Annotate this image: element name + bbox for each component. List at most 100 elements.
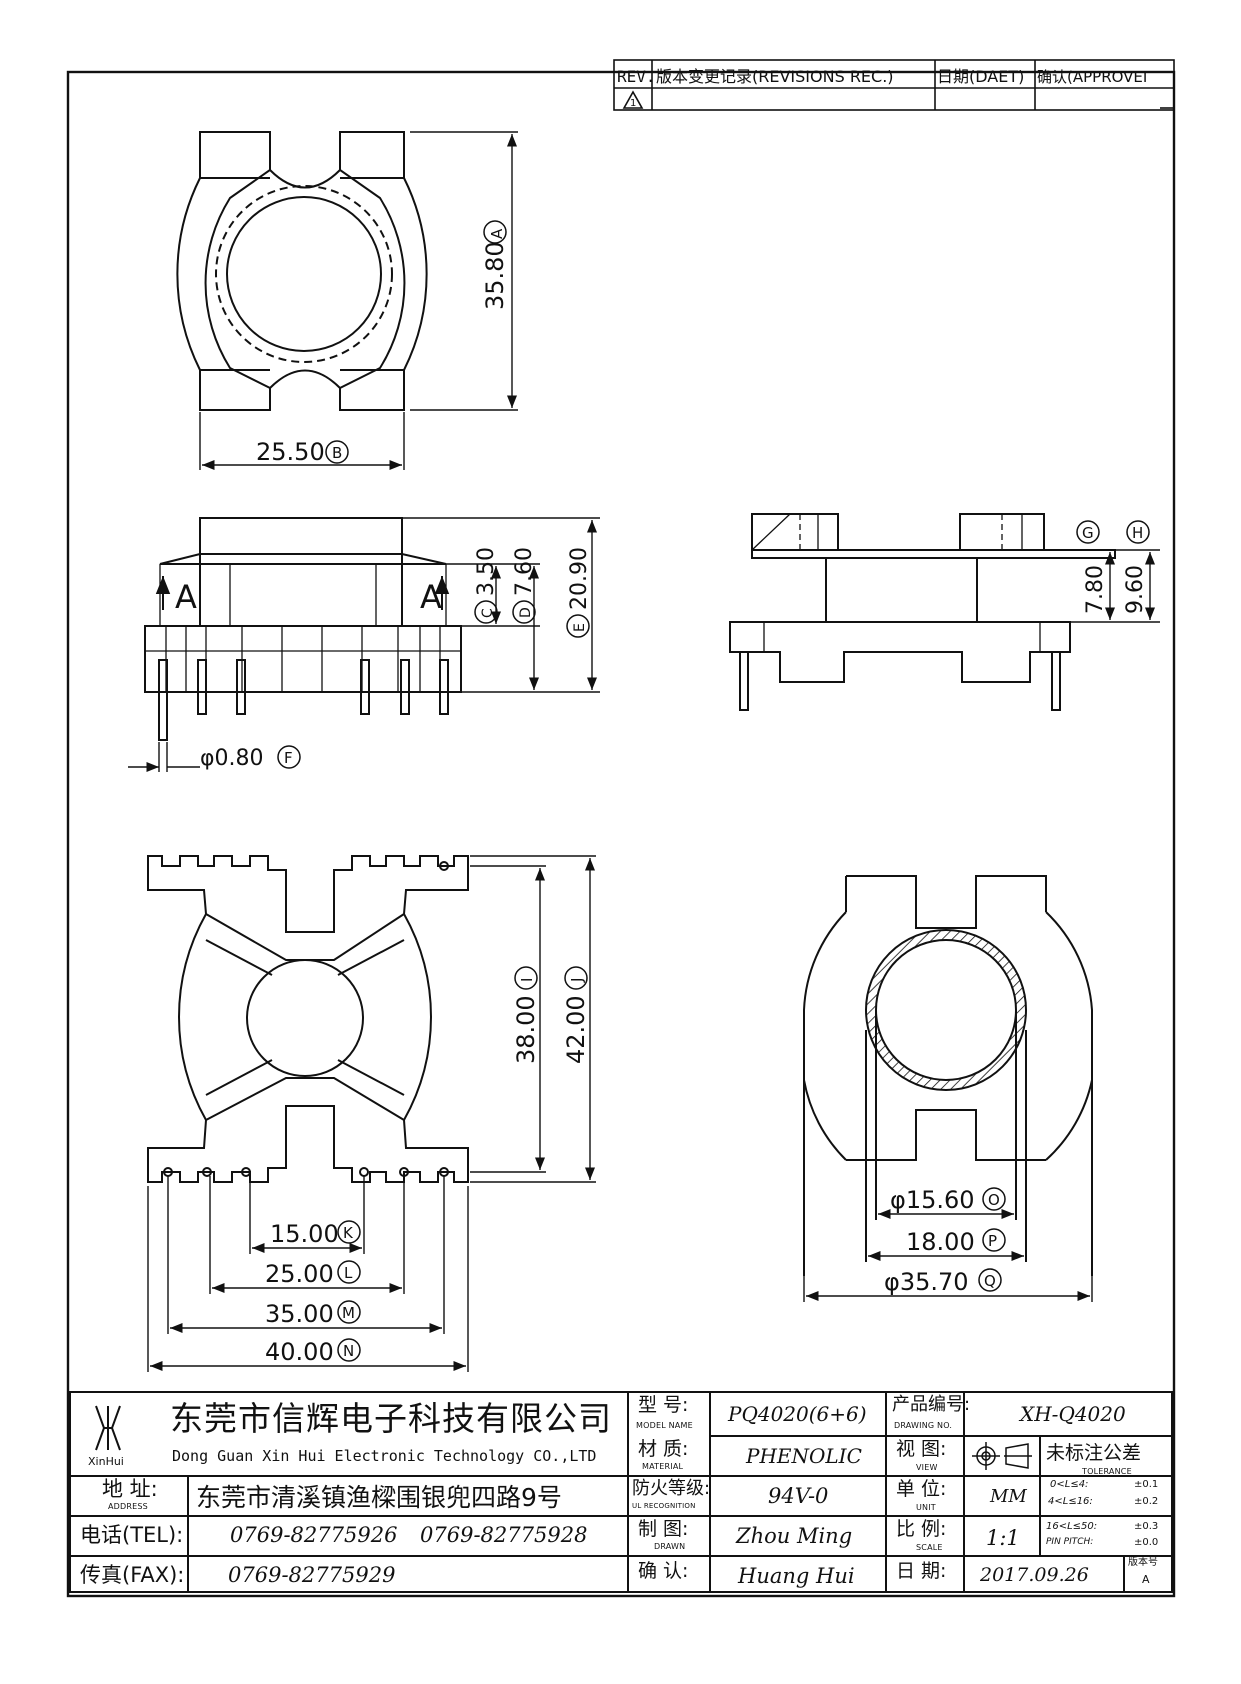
tolerance-value-4: ±0.0 — [1134, 1537, 1159, 1548]
model-sub: MODEL NAME — [636, 1421, 693, 1430]
dim-a-letter: A — [488, 228, 506, 239]
unit-value: MM — [990, 1486, 1027, 1507]
unit-sub: UNIT — [916, 1503, 936, 1512]
dim-e-value: 20.90 — [567, 547, 592, 610]
revision-date-label: 日期(DAET) — [937, 67, 1024, 86]
view-sub: VIEW — [916, 1463, 938, 1472]
front-view — [144, 517, 462, 741]
material-label: 材 质: — [638, 1438, 689, 1460]
address-sub: ADDRESS — [108, 1502, 148, 1511]
company-name-cn: 东莞市信辉电子科技有限公司 — [170, 1399, 612, 1438]
dim-e-letter: E — [572, 623, 588, 632]
dim-q-value: φ35.70 — [884, 1268, 969, 1296]
dim-a — [410, 131, 518, 411]
dim-c-letter: C — [480, 608, 496, 618]
dim-opq — [803, 1187, 1093, 1302]
version-label: 版本号 — [1128, 1557, 1158, 1568]
view-label: 视 图: — [896, 1438, 947, 1460]
dim-m-value: 35.00 — [265, 1300, 334, 1328]
side-view — [729, 513, 1116, 711]
dim-b-callout — [325, 440, 349, 464]
dim-7-80-value: 7.80 — [1083, 565, 1108, 614]
logo-mark — [95, 1405, 121, 1451]
dim-h-letter: H — [1132, 524, 1143, 542]
scale-sub: SCALE — [916, 1543, 943, 1552]
ul-value: 94V-0 — [768, 1484, 829, 1508]
bottom-view — [147, 855, 469, 1183]
dim-o-value: φ15.60 — [890, 1186, 975, 1214]
scale-label: 比 例: — [896, 1518, 947, 1540]
date-value: 2017.09.26 — [980, 1564, 1089, 1586]
tolerance-sub: TOLERANCE — [1082, 1467, 1132, 1476]
fax-label: 传真(FAX): — [80, 1563, 185, 1587]
revision-record-label: 版本变更记录(REVISIONS REC.) — [656, 67, 894, 86]
model-value: PQ4020(6+6) — [728, 1402, 867, 1426]
top-view-bore-hidden — [215, 185, 393, 363]
top-view-outline — [176, 131, 271, 411]
dim-k-letter: K — [343, 1224, 354, 1242]
bottom-view-upper-flange — [147, 855, 469, 961]
dim-q-letter: Q — [984, 1272, 996, 1290]
dim-a-callout — [483, 220, 507, 244]
section-view-bore-inner — [875, 939, 1017, 1081]
dim-d-value: 7.60 — [512, 547, 537, 596]
dim-l-value: 25.00 — [265, 1260, 334, 1288]
tolerance-range-2: 4<L≤16: — [1048, 1496, 1093, 1507]
dim-b — [199, 412, 405, 471]
tolerance-range-4: PIN PITCH: — [1046, 1537, 1094, 1547]
dim-c-value: 3.50 — [474, 547, 499, 596]
dim-i-letter: I — [518, 978, 536, 982]
revision-mark: 1 — [630, 98, 636, 109]
drawing-frame — [66, 70, 1176, 1598]
version-value: A — [1142, 1573, 1150, 1586]
dim-p-value: 18.00 — [906, 1228, 975, 1256]
dim-f-letter: F — [284, 749, 293, 767]
revision-approve-label: 确认(APPROVEI — [1037, 68, 1147, 86]
dim-d-letter: D — [518, 607, 534, 618]
tel-label: 电话(TEL): — [80, 1523, 184, 1547]
drawing-no-sub: DRAWING NO. — [894, 1421, 953, 1430]
section-view — [803, 875, 1093, 1276]
dim-j-value: 42.00 — [562, 995, 590, 1064]
top-view — [176, 131, 428, 411]
company-name-en: Dong Guan Xin Hui Electronic Technology … — [172, 1447, 597, 1465]
dim-n-letter: N — [343, 1342, 354, 1360]
revision-block — [613, 59, 1175, 111]
dim-f — [128, 742, 301, 773]
ul-label: 防火等级: — [632, 1478, 711, 1499]
confirm-label: 确 认: — [638, 1560, 689, 1582]
drawn-sub: DRAWN — [654, 1542, 686, 1551]
dim-9-60-value: 9.60 — [1123, 565, 1148, 614]
logo-text: XinHui — [88, 1455, 124, 1468]
bottom-view-bore — [246, 959, 364, 1077]
tolerance-title: 未标注公差 — [1046, 1442, 1142, 1464]
top-view-bore — [226, 196, 382, 352]
section-mark-left: A — [175, 578, 197, 616]
dim-a-value: 35.80 — [481, 241, 509, 310]
section-mark-right: A — [420, 578, 442, 616]
fax-value: 0769-82775929 — [228, 1563, 396, 1587]
dim-n-value: 40.00 — [265, 1338, 334, 1366]
drawing-no-label: 产品编号: — [892, 1394, 971, 1415]
model-label: 型 号: — [638, 1394, 689, 1416]
projection-symbol-icon — [972, 1442, 1032, 1470]
drawing-no-value: XH-Q4020 — [1020, 1402, 1126, 1426]
scale-value: 1:1 — [986, 1526, 1020, 1550]
dim-f-value: φ0.80 — [200, 746, 264, 771]
dim-j-letter: J — [568, 978, 586, 983]
material-sub: MATERIAL — [642, 1462, 684, 1471]
drawn-label: 制 图: — [638, 1518, 689, 1540]
date-label: 日 期: — [896, 1560, 947, 1582]
unit-label: 单 位: — [896, 1478, 947, 1500]
dim-side — [1070, 520, 1160, 623]
dim-l-letter: L — [344, 1264, 353, 1282]
rev-label: REV. — [617, 67, 656, 86]
dim-cde — [402, 517, 600, 693]
bottom-view-lower-flange — [147, 1077, 469, 1183]
dim-b-value: 25.50 — [256, 438, 325, 466]
tolerance-range-1: 0<L≤4: — [1050, 1479, 1089, 1490]
tolerance-value-3: ±0.3 — [1134, 1521, 1159, 1532]
ul-sub: UL RECOGNITION — [632, 1502, 696, 1510]
material-value: PHENOLIC — [746, 1444, 862, 1468]
